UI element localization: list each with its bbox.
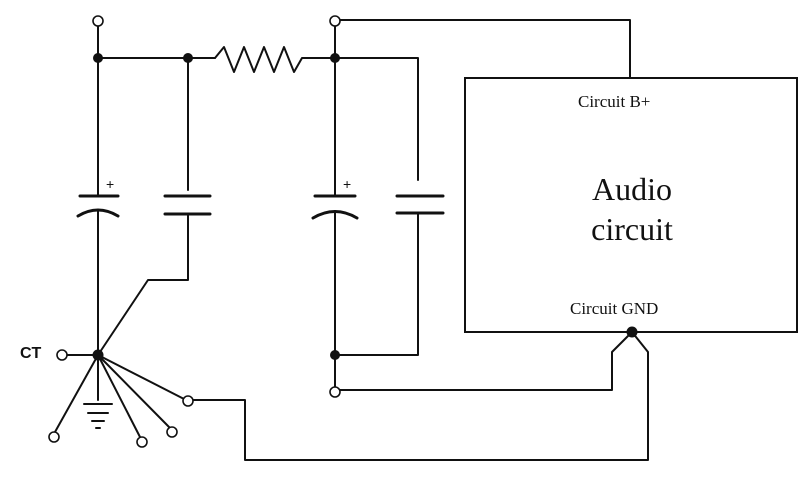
fan-lead-3 xyxy=(97,354,141,438)
terminal xyxy=(329,15,341,27)
resistor xyxy=(214,46,336,73)
fan-lead-1 xyxy=(54,354,99,433)
audio-circuit-title-line1: Audio xyxy=(592,171,672,207)
terminal xyxy=(182,395,194,407)
ground-symbol xyxy=(83,403,113,429)
circuit-b-plus-label: Circuit B+ xyxy=(578,92,651,111)
junction-dot xyxy=(93,53,103,63)
audio-circuit-title-line2: circuit xyxy=(591,211,673,247)
right-film-cap-lead xyxy=(334,212,419,356)
junction-dot xyxy=(626,326,638,338)
ct-label: CT xyxy=(20,345,42,362)
fan-lead-4 xyxy=(97,354,171,429)
top-rail-wire xyxy=(97,25,216,59)
polarity-mark-left: + xyxy=(106,176,115,192)
junction-dot xyxy=(183,53,193,63)
gnd-return-wire-1 xyxy=(334,331,633,391)
left-film-cap-lead xyxy=(97,213,189,356)
terminal xyxy=(166,426,178,438)
polarity-mark-right: + xyxy=(343,176,352,192)
gnd-return-wire-2 xyxy=(191,331,649,461)
circuit-gnd-label: Circuit GND xyxy=(570,299,659,318)
terminal xyxy=(136,436,148,448)
terminal xyxy=(48,431,60,443)
terminal xyxy=(329,386,341,398)
terminal-ct xyxy=(56,349,68,361)
terminal xyxy=(92,15,104,27)
audio-circuit-box xyxy=(464,77,798,333)
junction-dot xyxy=(330,53,340,63)
fan-lead-5 xyxy=(97,354,187,401)
b-plus-wire xyxy=(334,19,631,79)
node-wire-right xyxy=(334,25,419,181)
junction-dot xyxy=(330,350,340,360)
junction-dot xyxy=(92,349,104,361)
